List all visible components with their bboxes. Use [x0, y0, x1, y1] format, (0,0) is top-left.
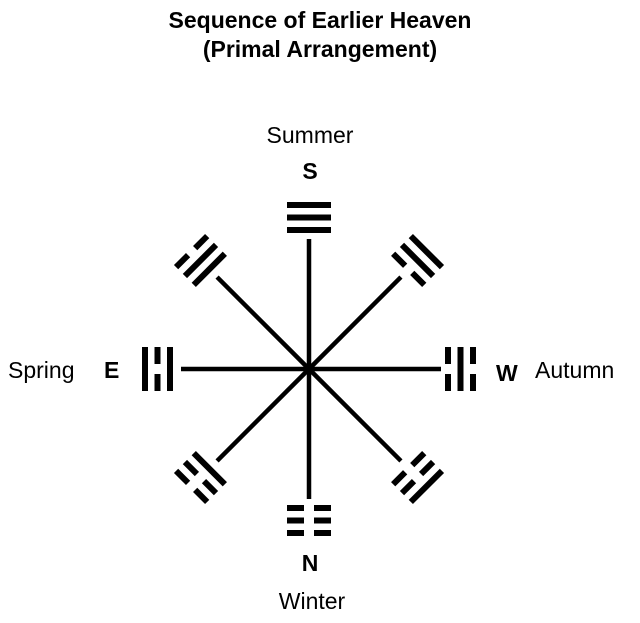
solid-line — [408, 233, 445, 270]
broken-line-segment — [314, 530, 331, 536]
solid-line — [191, 251, 227, 287]
broken-line-segment — [182, 459, 200, 477]
trigram-qian — [287, 202, 331, 233]
solid-line — [182, 242, 219, 279]
broken-line-segment — [173, 253, 191, 270]
broken-line-segment — [470, 347, 476, 364]
solid-line — [408, 468, 445, 505]
broken-line-segment — [287, 530, 304, 536]
broken-line-segment — [391, 470, 408, 487]
broken-line-segment — [410, 270, 427, 287]
broken-line-segment — [173, 468, 191, 485]
solid-line — [457, 347, 464, 391]
broken-line-segment — [470, 374, 476, 391]
spokes — [181, 239, 441, 499]
spoke-northwest — [307, 367, 403, 463]
solid-line — [287, 214, 331, 221]
broken-line-segment — [314, 517, 331, 524]
trigram-gen — [391, 451, 445, 505]
broken-line-segment — [287, 517, 304, 524]
trigram-xun — [391, 233, 445, 287]
trigram-li — [142, 347, 173, 391]
trigram-zhen — [173, 451, 227, 505]
title-line-1: Sequence of Earlier Heaven — [169, 7, 472, 33]
broken-line-segment — [399, 478, 417, 496]
spoke-southeast — [215, 275, 311, 371]
direction-north: N — [302, 550, 319, 576]
solid-line — [287, 227, 331, 233]
broken-line-segment — [410, 451, 427, 468]
title-line-2: (Primal Arrangement) — [203, 36, 437, 62]
broken-line-segment — [154, 347, 161, 364]
trigram-kun — [287, 505, 331, 536]
broken-line-segment — [445, 374, 451, 391]
solid-line — [287, 202, 331, 208]
season-spring: Spring — [8, 357, 74, 383]
solid-line — [191, 451, 227, 487]
broken-line-segment — [287, 505, 304, 511]
direction-west: W — [496, 360, 518, 386]
spoke-southwest — [307, 275, 403, 371]
direction-east: E — [104, 357, 119, 383]
trigrams — [142, 202, 476, 536]
trigram-dui — [173, 233, 227, 287]
broken-line-segment — [154, 374, 161, 391]
season-autumn: Autumn — [535, 357, 614, 383]
solid-line — [167, 347, 173, 391]
solid-line — [142, 347, 148, 391]
broken-line-segment — [418, 459, 436, 477]
broken-line-segment — [445, 347, 451, 364]
season-summer: Summer — [267, 122, 354, 148]
broken-line-segment — [391, 251, 408, 268]
solid-line — [399, 242, 436, 279]
season-winter: Winter — [279, 588, 346, 614]
spoke-northeast — [215, 367, 311, 463]
direction-south: S — [302, 158, 317, 184]
broken-line-segment — [193, 487, 210, 505]
broken-line-segment — [193, 233, 210, 251]
center-point — [305, 365, 313, 373]
broken-line-segment — [201, 478, 219, 496]
broken-line-segment — [314, 505, 331, 511]
trigram-kan — [445, 347, 476, 391]
